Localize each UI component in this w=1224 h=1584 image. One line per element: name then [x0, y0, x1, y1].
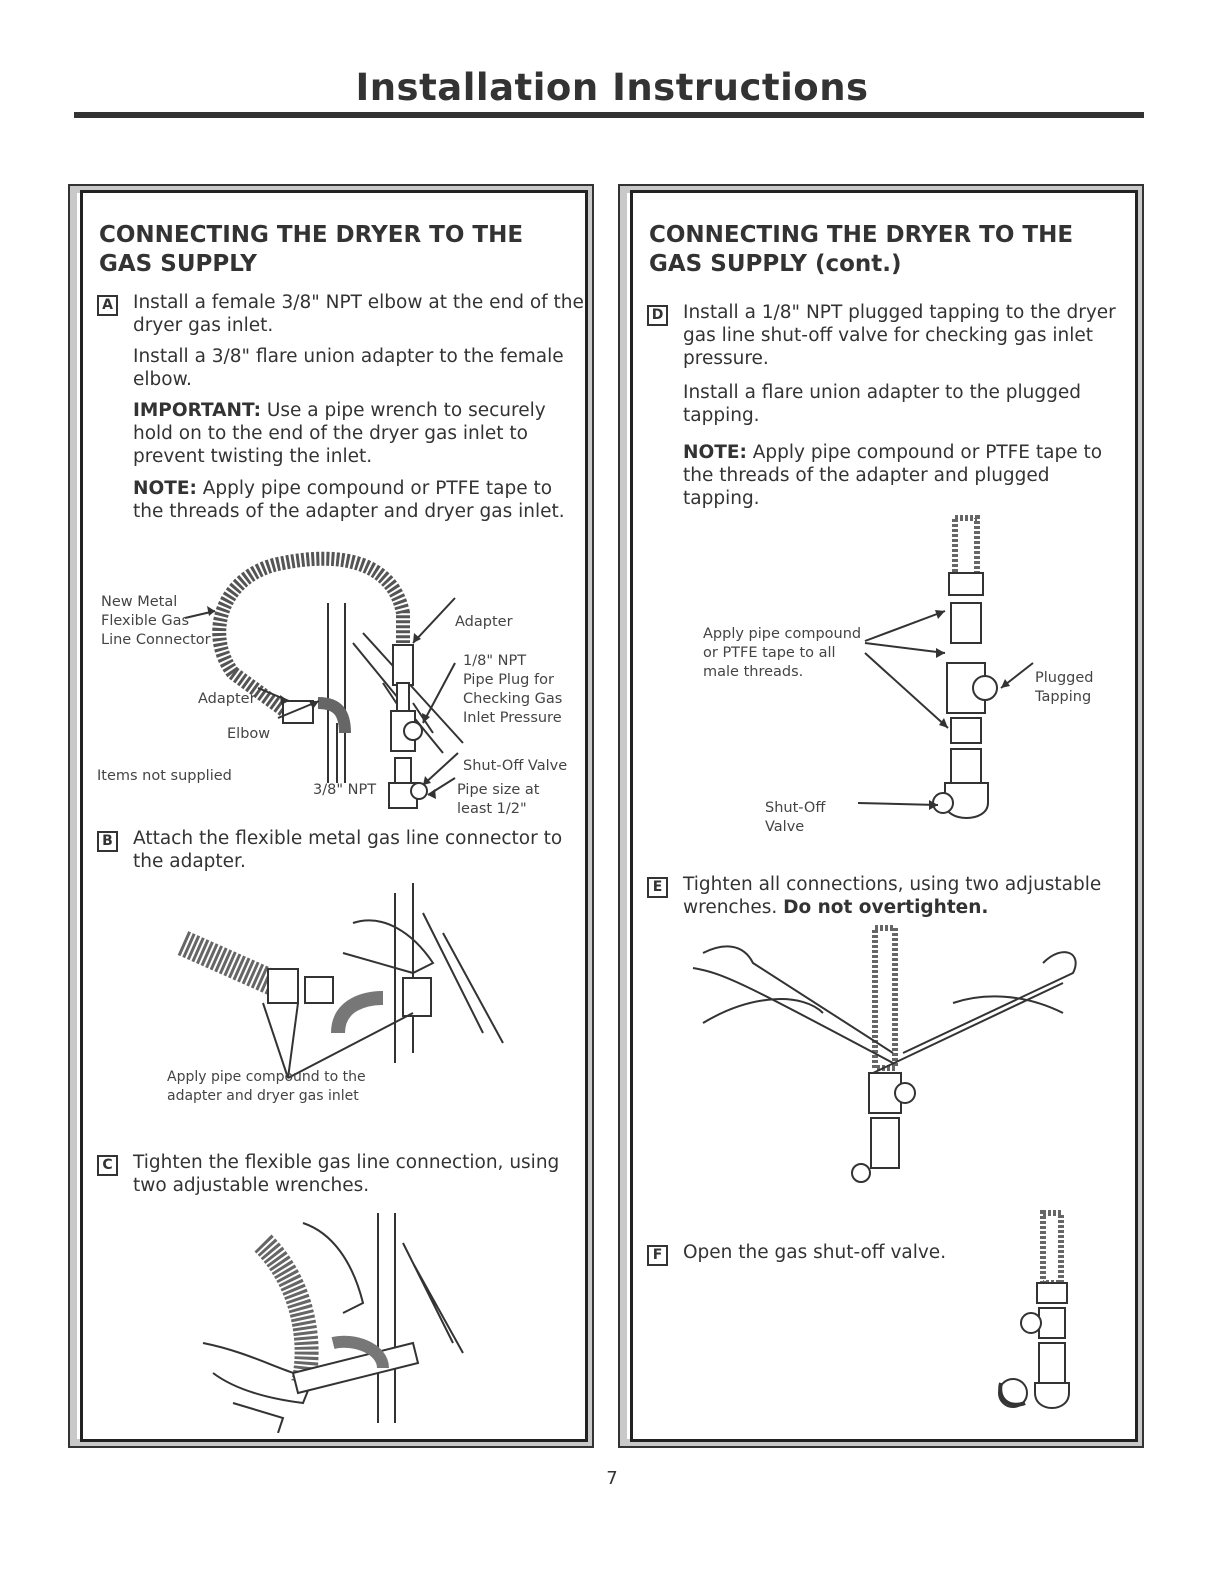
label-elbow: Elbow — [227, 726, 271, 742]
label-adapter-left: Adapter — [198, 691, 256, 707]
label-pipe-plug: 1/8" NPT Pipe Plug for Checking Gas Inle… — [463, 653, 563, 726]
label-shutoff-valve: Shut-Off Valve — [765, 800, 826, 835]
gas-connector-diagram — [184, 551, 464, 809]
step-a-p4: NOTE: Apply pipe compound or PTFE tape t… — [133, 478, 565, 522]
step-f-letter: F — [647, 1245, 668, 1266]
label-shutoff: Shut-Off Valve — [463, 758, 568, 774]
step-f-text: Open the gas shut-off valve. — [683, 1242, 947, 1263]
plugged-tapping-diagram — [857, 515, 1034, 819]
right-section-title: CONNECTING THE DRYER TO THE GAS SUPPLY (… — [649, 222, 1074, 277]
right-panel: CONNECTING THE DRYER TO THE GAS SUPPLY (… — [623, 183, 1145, 1449]
step-d-p2: Install a flare union adapter to the plu… — [683, 382, 1081, 426]
label-npt38: 3/8" NPT — [313, 782, 377, 798]
label-apply-compound: Apply pipe compound to the adapter and d… — [167, 1069, 366, 1104]
label-plugged-tapping: Plugged Tapping — [1035, 670, 1094, 705]
step-a-p1: Install a female 3/8" NPT elbow at the e… — [133, 292, 584, 336]
step-d-p1: Install a 1/8" NPT plugged tapping to th… — [683, 302, 1116, 369]
left-panel: CONNECTING THE DRYER TO THE GAS SUPPLY A… — [73, 183, 595, 1449]
step-d-p3: NOTE: Apply pipe compound or PTFE tape t… — [683, 442, 1103, 509]
step-c-letter: C — [97, 1155, 118, 1176]
label-adapter-right: Adapter — [455, 614, 513, 630]
step-a-p3: IMPORTANT: Use a pipe wrench to securely… — [133, 400, 546, 467]
open-valve-diagram — [998, 1210, 1070, 1409]
step-e-text: Tighten all connections, using two adjus… — [683, 874, 1102, 918]
step-d-letter: D — [647, 305, 668, 326]
label-apply-threads: Apply pipe compound or PTFE tape to all … — [703, 626, 862, 680]
step-a-p2: Install a 3/8" flare union adapter to th… — [133, 346, 564, 390]
label-items-not-supplied: Items not supplied — [97, 768, 232, 784]
step-b-text: Attach the flexible metal gas line conne… — [133, 828, 563, 872]
step-e-letter: E — [647, 877, 668, 898]
step-a-letter: A — [97, 295, 118, 316]
tighten-hose-diagram — [202, 1213, 464, 1433]
step-c-text: Tighten the flexible gas line connection… — [133, 1152, 560, 1196]
wrench-tighten-diagram — [692, 925, 1077, 1183]
left-section-title: CONNECTING THE DRYER TO THE GAS SUPPLY — [99, 222, 524, 277]
page-title: Installation Instructions — [355, 66, 869, 109]
label-pipe-size: Pipe size at least 1/2" — [457, 782, 540, 817]
title-rule — [74, 112, 1144, 118]
label-new-metal: New Metal Flexible Gas Line Connector — [101, 594, 211, 648]
step-b-letter: B — [97, 831, 118, 852]
hose-attach-diagram — [177, 883, 504, 1079]
page-number: 7 — [606, 1468, 618, 1489]
